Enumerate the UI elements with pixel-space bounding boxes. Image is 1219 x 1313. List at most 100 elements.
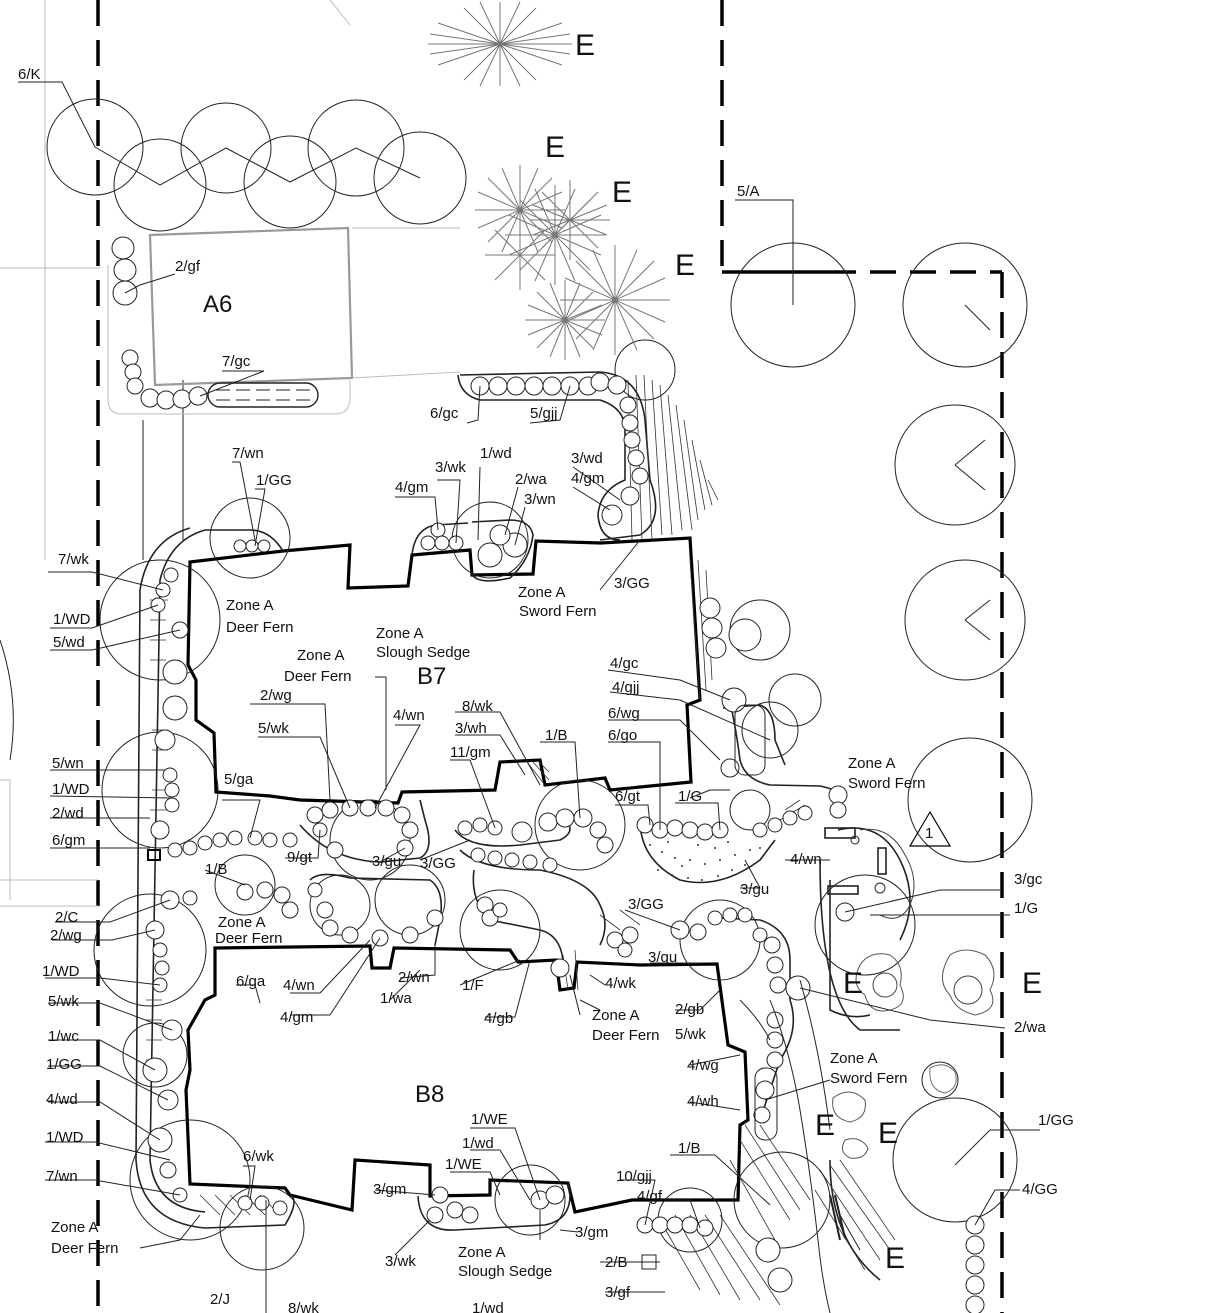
plant-callout: 3/GG	[628, 896, 664, 913]
plant-callout: 1/wd	[462, 1135, 494, 1152]
plant-callout: 5/gjj	[530, 405, 558, 422]
plant-callout: 1/wc	[48, 1028, 79, 1045]
plant-callout: 2/wa	[515, 471, 547, 488]
leader-lines	[18, 81, 1040, 1313]
zone-species: Slough Sedge	[376, 644, 470, 661]
plant-callout: 1/wd	[472, 1300, 504, 1313]
marker-e: E	[815, 1109, 835, 1142]
plant-callout: 7/gc	[222, 353, 251, 370]
plant-callout: 1/WE	[471, 1111, 508, 1128]
marker-e: E	[843, 967, 863, 1000]
plant-callout: 4/GG	[1022, 1181, 1058, 1198]
plant-callout: 8/wk	[288, 1300, 319, 1313]
buildings	[184, 536, 750, 1214]
marker-e: E	[545, 131, 565, 164]
plant-callout: 2/wg	[260, 687, 292, 704]
shrubs	[111, 236, 985, 1313]
zone-label: Zone A	[830, 1050, 878, 1067]
plant-callout: 2/wn	[398, 969, 430, 986]
plant-callout: 4/gc	[610, 655, 639, 672]
plant-callout: 1/F	[462, 977, 484, 994]
plant-callout: 3/gm	[373, 1181, 406, 1198]
zone-species: Deer Fern	[215, 930, 283, 947]
plant-callout: 2/gb	[675, 1001, 704, 1018]
plant-callout: 3/gm	[575, 1224, 608, 1241]
zone-label: Zone A	[592, 1007, 640, 1024]
zone-species: Slough Sedge	[458, 1263, 552, 1280]
plant-callout: 1/WD	[53, 611, 91, 628]
deciduous-trees	[46, 98, 1033, 1271]
plant-callout: 5/wk	[258, 720, 289, 737]
plant-callout: 5/wk	[675, 1026, 706, 1043]
plant-callout: 1/WD	[42, 963, 80, 980]
building-a6-label: A6	[203, 291, 232, 318]
plant-callout: 6/wg	[608, 705, 640, 722]
plant-callout: 4/gb	[484, 1010, 513, 1027]
zone-label: Zone A	[458, 1244, 506, 1261]
plant-callout: 4/wh	[687, 1093, 719, 1110]
plant-callout: 5/wk	[48, 993, 79, 1010]
plant-callout: 3/gc	[1014, 871, 1043, 888]
plant-callout: 5/ga	[224, 771, 254, 788]
marker-e: E	[1022, 967, 1042, 1000]
stipple-area	[649, 841, 761, 881]
zone-species: Deer Fern	[51, 1240, 119, 1257]
plant-callout: 6/ga	[236, 973, 266, 990]
zone-label: Zone A	[848, 755, 896, 772]
plant-callout: 3/GG	[614, 575, 650, 592]
plant-callout: 1/B	[545, 727, 568, 744]
zone-label: Zone A	[297, 647, 345, 664]
plant-callout: 3/gu	[740, 881, 769, 898]
evergreen-markers: E E E E E E E E E	[545, 29, 1042, 1275]
zone-species: Deer Fern	[284, 668, 352, 685]
plant-callout: 1/WE	[445, 1156, 482, 1173]
plant-callout: 1/GG	[256, 472, 292, 489]
plant-callout: 2/B	[605, 1254, 628, 1271]
plant-callout: 1/wa	[380, 990, 412, 1007]
plant-callout: 5/wd	[53, 634, 85, 651]
plant-callout: 2/wa	[1014, 1019, 1046, 1036]
marker-e: E	[612, 176, 632, 209]
plant-callout: 3/wd	[571, 450, 603, 467]
plant-callout: 6/go	[608, 727, 637, 744]
plant-callout: 7/wn	[232, 445, 264, 462]
planting-beds	[135, 371, 911, 1281]
plant-callout: 2/wd	[52, 805, 84, 822]
plant-callout: 4/wn	[393, 707, 425, 724]
plant-callout: 6/wk	[243, 1148, 274, 1165]
plant-callout: 3/gu	[648, 949, 677, 966]
plant-callout: 6/gm	[52, 832, 85, 849]
zone-label: Zone A	[518, 584, 566, 601]
property-lines	[0, 0, 1004, 1313]
plant-callouts: 6/K 5/A 2/gf 7/gc 6/gc 5/gjj 7/wn 1/GG 4…	[18, 66, 1074, 1313]
plant-callout: 1/GG	[1038, 1112, 1074, 1129]
plant-callout: 5/A	[737, 183, 760, 200]
marker-e: E	[675, 249, 695, 282]
shrub-masses	[832, 828, 995, 1159]
revision-triangle: 1	[908, 810, 952, 847]
plant-callout: 11/gm	[450, 744, 491, 761]
plant-callout: 5/wn	[52, 755, 84, 772]
plant-callout: 4/gm	[280, 1009, 313, 1026]
plant-callout: 2/J	[210, 1291, 230, 1308]
zone-label: Zone A	[218, 914, 266, 931]
plant-callout: 1/G	[678, 788, 702, 805]
plant-callout: 1/B	[205, 861, 228, 878]
plant-callout: 1/G	[1014, 900, 1038, 917]
plant-callout: 4/gm	[571, 470, 604, 487]
plant-callout: 7/wk	[58, 551, 89, 568]
plant-callout: 4/gf	[637, 1188, 663, 1205]
plant-callout: 4/gjj	[612, 679, 640, 696]
building-b7-label: B7	[417, 663, 446, 690]
plant-callout: 3/wh	[455, 720, 487, 737]
plant-callout: 3/gf	[605, 1284, 631, 1301]
plant-callout: 4/wn	[790, 851, 822, 868]
plant-callout: 1/WD	[52, 781, 90, 798]
site-features	[0, 639, 887, 1313]
marker-e: E	[885, 1242, 905, 1275]
plant-callout: 1/GG	[46, 1056, 82, 1073]
plant-callout: 3/wn	[524, 491, 556, 508]
plant-callout: 3/wk	[385, 1253, 416, 1270]
plant-callout: 10/gjj	[616, 1168, 652, 1185]
plant-callout: 2/C	[55, 909, 79, 926]
